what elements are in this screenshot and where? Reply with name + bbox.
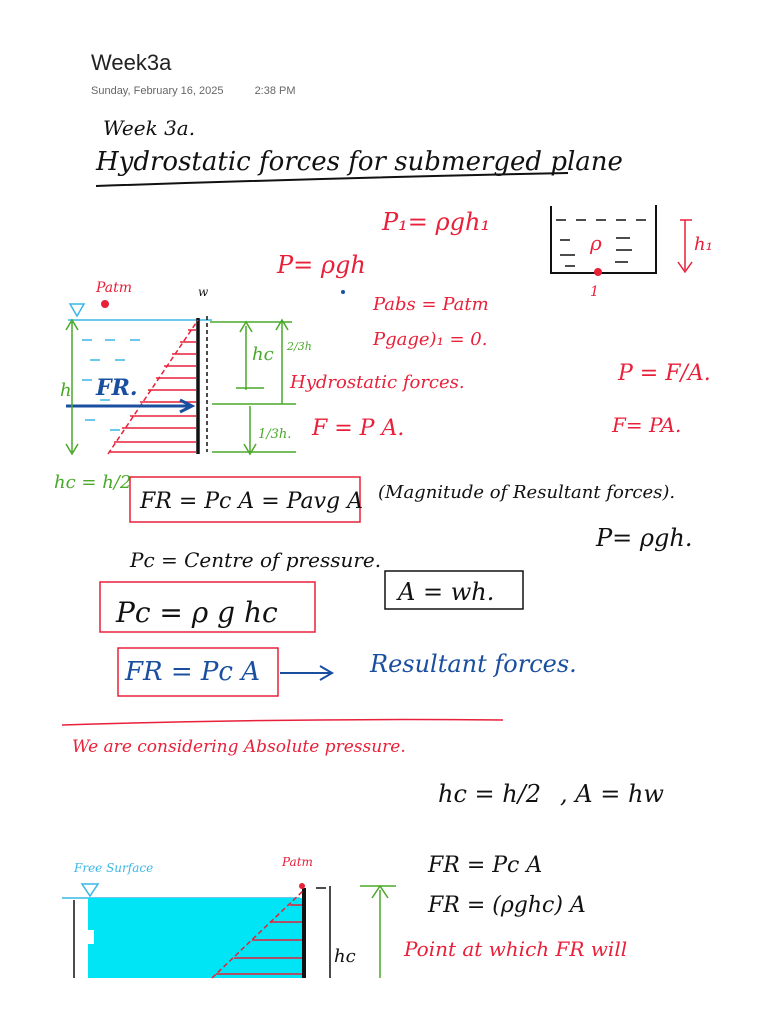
eq-f-pa2: F= PA. (611, 413, 681, 437)
page-date: Sunday, February 16, 2025 (91, 85, 224, 97)
svg-text:Free Surface: Free Surface (73, 861, 153, 875)
fr-rho-ghc: FR = (ρghc) A (427, 893, 586, 918)
svg-text:FR.: FR. (95, 375, 138, 401)
fr-pc-box-frame (117, 647, 279, 697)
arrow-resultant (280, 665, 334, 681)
separator-line (61, 718, 504, 726)
svg-text:h: h (60, 380, 72, 401)
fr-pc-box: FR = Pc A (124, 657, 260, 687)
figure-free-surface: Free Surface Patm hc (62, 855, 396, 979)
resultant-label: Resultant forces. (369, 650, 577, 678)
hydro-label: Hydrostatic forces. (289, 372, 465, 393)
svg-text:ρ: ρ (589, 231, 602, 255)
fr-pc-a: FR = Pc A (427, 853, 542, 878)
point-note: Point at which FR will (403, 937, 627, 961)
svg-text:w: w (198, 285, 209, 299)
svg-text:2/3h: 2/3h (286, 340, 312, 353)
eq-p: P= ρgh (276, 251, 366, 279)
ink-dot (341, 290, 345, 294)
fr-box-frame (129, 476, 361, 523)
svg-text:hc: hc (334, 946, 356, 967)
heading-text: Week 3a. (103, 116, 195, 140)
figure-plate-pressure: Patm w FR. h hc 2/3h 1/3h. (60, 280, 312, 456)
svg-text:Patm: Patm (281, 855, 313, 869)
fr-box: FR = Pc A = Pavg A (139, 489, 363, 514)
eq-p1: P₁= ρgh₁ (381, 208, 490, 236)
a-box: A = wh. (396, 578, 494, 606)
svg-text:1/3h.: 1/3h. (258, 427, 291, 442)
a-box-frame (384, 570, 524, 610)
page-time: 2:38 PM (254, 85, 296, 97)
magnitude-note: (Magnitude of Resultant forces). (378, 482, 675, 503)
topic-text: Hydrostatic forces for submerged plane (95, 147, 623, 177)
eq-f-pa: F = P A. (311, 416, 404, 441)
pc-box: Pc = ρ g hc (115, 596, 278, 629)
hc-def: hc = h/2 (54, 472, 131, 493)
tank-sketch: ρ 1 h₁ (550, 205, 713, 300)
absolute-note: We are considering Absolute pressure. (72, 737, 406, 757)
page-meta: Sunday, February 16, 2025 2:38 PM (91, 85, 296, 97)
p-rho-gh: P= ρgh. (595, 524, 692, 552)
eq-pgage: Pgage)₁ = 0. (372, 329, 487, 350)
eq-p-fa: P = F/A. (617, 361, 711, 386)
svg-text:h₁: h₁ (694, 234, 713, 255)
pc-def: Pc = Centre of pressure. (129, 548, 381, 572)
hc-half: hc = h/2 (438, 780, 541, 808)
topic-underline (95, 172, 569, 187)
a-hw: , A = hw (560, 780, 664, 808)
svg-text:1: 1 (590, 284, 599, 300)
svg-text:hc: hc (252, 344, 274, 365)
pc-box-frame (99, 581, 316, 633)
svg-text:Patm: Patm (95, 280, 132, 296)
eq-pabs: Pabs = Patm (372, 294, 489, 315)
page-title: Week3a (91, 50, 172, 75)
